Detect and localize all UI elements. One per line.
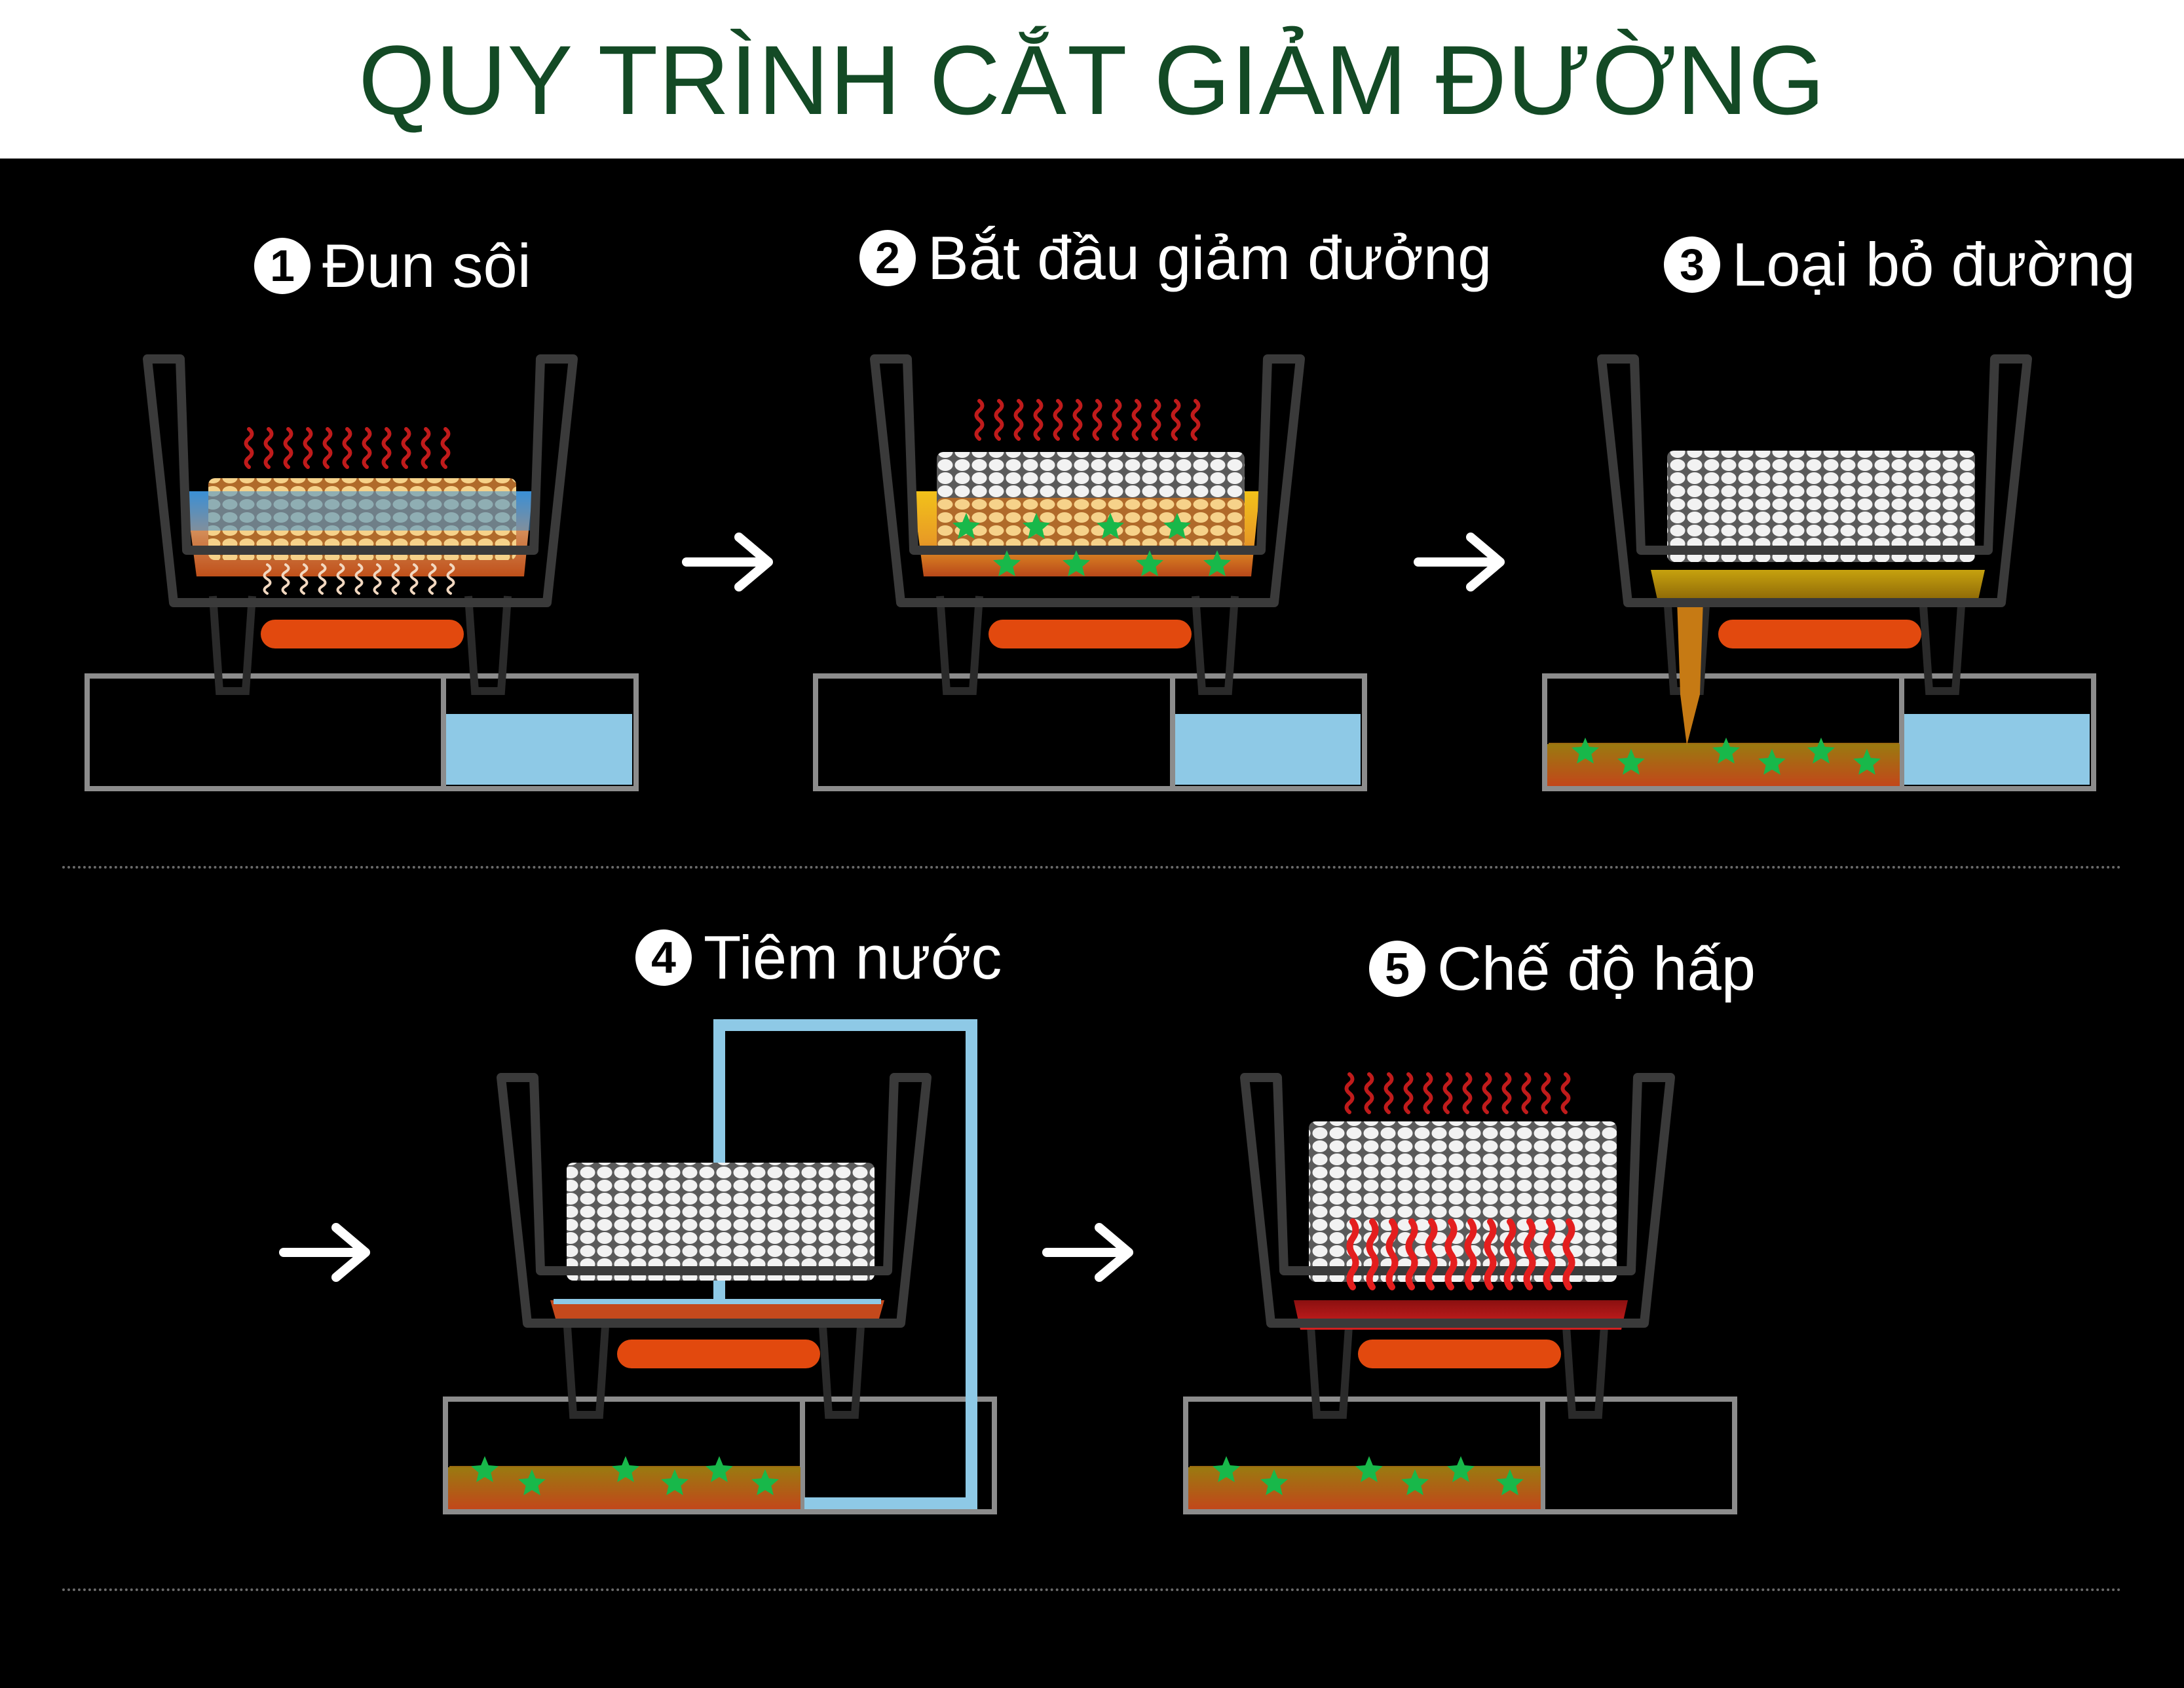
pot-leg bbox=[818, 1316, 865, 1419]
pot-leg bbox=[464, 595, 512, 695]
sugar-particle-icon bbox=[1163, 513, 1191, 539]
sugar-particle-icon bbox=[1572, 738, 1599, 764]
steam-icon bbox=[974, 399, 1201, 441]
pot-leg bbox=[209, 595, 256, 695]
heater-icon bbox=[1718, 620, 1921, 648]
right-arrow-icon bbox=[1042, 1223, 1133, 1282]
step-5-title: 5 Chế độ hấp bbox=[1369, 933, 1756, 1004]
pot-wall bbox=[497, 1073, 932, 1328]
pot-leg bbox=[1919, 595, 1966, 695]
pot-leg bbox=[1562, 1316, 1609, 1419]
pot-wall bbox=[1597, 354, 2032, 607]
water-tank bbox=[446, 714, 632, 785]
drained-sugar-liquid bbox=[1651, 570, 1985, 599]
pot-leg bbox=[1306, 1316, 1353, 1419]
right-arrow-icon bbox=[1414, 533, 1505, 591]
step-2-diagram bbox=[813, 354, 1367, 791]
sugar-particle-icon bbox=[471, 1456, 499, 1482]
steam-icon bbox=[1344, 1072, 1571, 1114]
sugar-particle-icon bbox=[518, 1469, 546, 1495]
right-arrow-icon bbox=[279, 1223, 370, 1282]
step-label: Chế độ hấp bbox=[1437, 934, 1756, 1003]
cooker-base bbox=[813, 673, 1367, 791]
steam-icon bbox=[263, 563, 455, 595]
sugar-particle-icon bbox=[1063, 550, 1090, 576]
right-arrow-icon bbox=[682, 533, 773, 591]
page-title: QUY TRÌNH CẮT GIẢM ĐƯỜNG bbox=[358, 25, 1826, 135]
pot-leg bbox=[936, 595, 983, 695]
sugar-particle-icon bbox=[1136, 550, 1163, 576]
cooker-base bbox=[85, 673, 639, 791]
sugar-particle-icon bbox=[1617, 749, 1645, 775]
sugar-particle-icon bbox=[661, 1469, 688, 1495]
pot-leg bbox=[563, 1316, 610, 1419]
step-4-title: 4 Tiêm nước bbox=[635, 922, 1002, 993]
rice-block bbox=[1309, 1121, 1617, 1282]
step-1-title: 1 Đun sôi bbox=[254, 231, 531, 301]
sugar-particle-icon bbox=[1712, 738, 1740, 764]
sugar-particle-icon bbox=[1203, 550, 1231, 576]
sugar-particle-icon bbox=[1496, 1469, 1524, 1495]
step-number-badge: 3 bbox=[1664, 236, 1720, 293]
rice-block bbox=[937, 498, 1245, 550]
water-tank bbox=[1175, 714, 1361, 785]
pot bbox=[143, 354, 578, 695]
pot-wall bbox=[143, 354, 578, 607]
sugar-particle-icon bbox=[1807, 738, 1835, 764]
sugar-particle-icon bbox=[1213, 1456, 1240, 1482]
step-label: Đun sôi bbox=[322, 231, 531, 300]
step-number-badge: 5 bbox=[1369, 941, 1425, 997]
sugar-particle-icon bbox=[612, 1456, 639, 1482]
step-5-diagram bbox=[1183, 1072, 1737, 1514]
heater-icon bbox=[617, 1340, 820, 1368]
pot bbox=[497, 1073, 932, 1419]
heater-icon bbox=[988, 620, 1192, 648]
header: QUY TRÌNH CẮT GIẢM ĐƯỜNG bbox=[0, 0, 2184, 159]
step-2-title: 2 Bắt đầu giảm đưởng bbox=[859, 223, 1492, 293]
sugar-particle-icon bbox=[1260, 1469, 1288, 1495]
sugar-particle-icon bbox=[1097, 513, 1124, 539]
sugar-particle-icon bbox=[952, 513, 980, 539]
water-pipe bbox=[713, 1019, 977, 1509]
sugar-particle-icon bbox=[1853, 749, 1881, 775]
step-3-title: 3 Loại bỏ đường bbox=[1664, 229, 2136, 300]
sugar-particle-icon bbox=[1401, 1469, 1429, 1495]
sugar-particle-icon bbox=[993, 550, 1021, 576]
steam-icon bbox=[1346, 1218, 1575, 1290]
pot bbox=[1597, 354, 2032, 745]
pot bbox=[870, 354, 1305, 695]
step-number-badge: 4 bbox=[635, 929, 692, 986]
pot-wall bbox=[870, 354, 1305, 607]
sugar-particle-icon bbox=[706, 1456, 733, 1482]
step-number-badge: 2 bbox=[859, 230, 916, 286]
pot bbox=[1240, 1073, 1675, 1419]
step-label: Loại bỏ đường bbox=[1732, 230, 2136, 299]
rice-block bbox=[1667, 451, 1975, 562]
pot-wall bbox=[1240, 1073, 1675, 1328]
sugar-particle-icon bbox=[1023, 513, 1050, 539]
step-1-diagram bbox=[85, 354, 639, 791]
sugar-particle-icon bbox=[1355, 1456, 1383, 1482]
water-film bbox=[550, 1300, 884, 1323]
step-label: Bắt đầu giảm đưởng bbox=[928, 223, 1492, 292]
heater-icon bbox=[1358, 1340, 1561, 1368]
step-label: Tiêm nước bbox=[704, 923, 1002, 992]
step-3-diagram bbox=[1542, 354, 2096, 791]
sugar-particle-icon bbox=[1447, 1456, 1475, 1482]
step-4-diagram bbox=[443, 1019, 997, 1514]
heater-icon bbox=[261, 620, 464, 648]
step-number-badge: 1 bbox=[254, 238, 311, 294]
rice-block bbox=[567, 1163, 875, 1281]
row-divider bbox=[62, 866, 2122, 869]
pot-leg bbox=[1192, 595, 1239, 695]
water-tank bbox=[1904, 714, 2090, 785]
steam-icon bbox=[244, 427, 451, 469]
drain-stream bbox=[1677, 599, 1703, 745]
process-panel bbox=[0, 159, 2184, 1688]
row-divider bbox=[62, 1588, 2122, 1591]
sugar-particle-icon bbox=[751, 1469, 779, 1495]
water-layer bbox=[185, 491, 533, 531]
sugar-particle-icon bbox=[1758, 749, 1786, 775]
